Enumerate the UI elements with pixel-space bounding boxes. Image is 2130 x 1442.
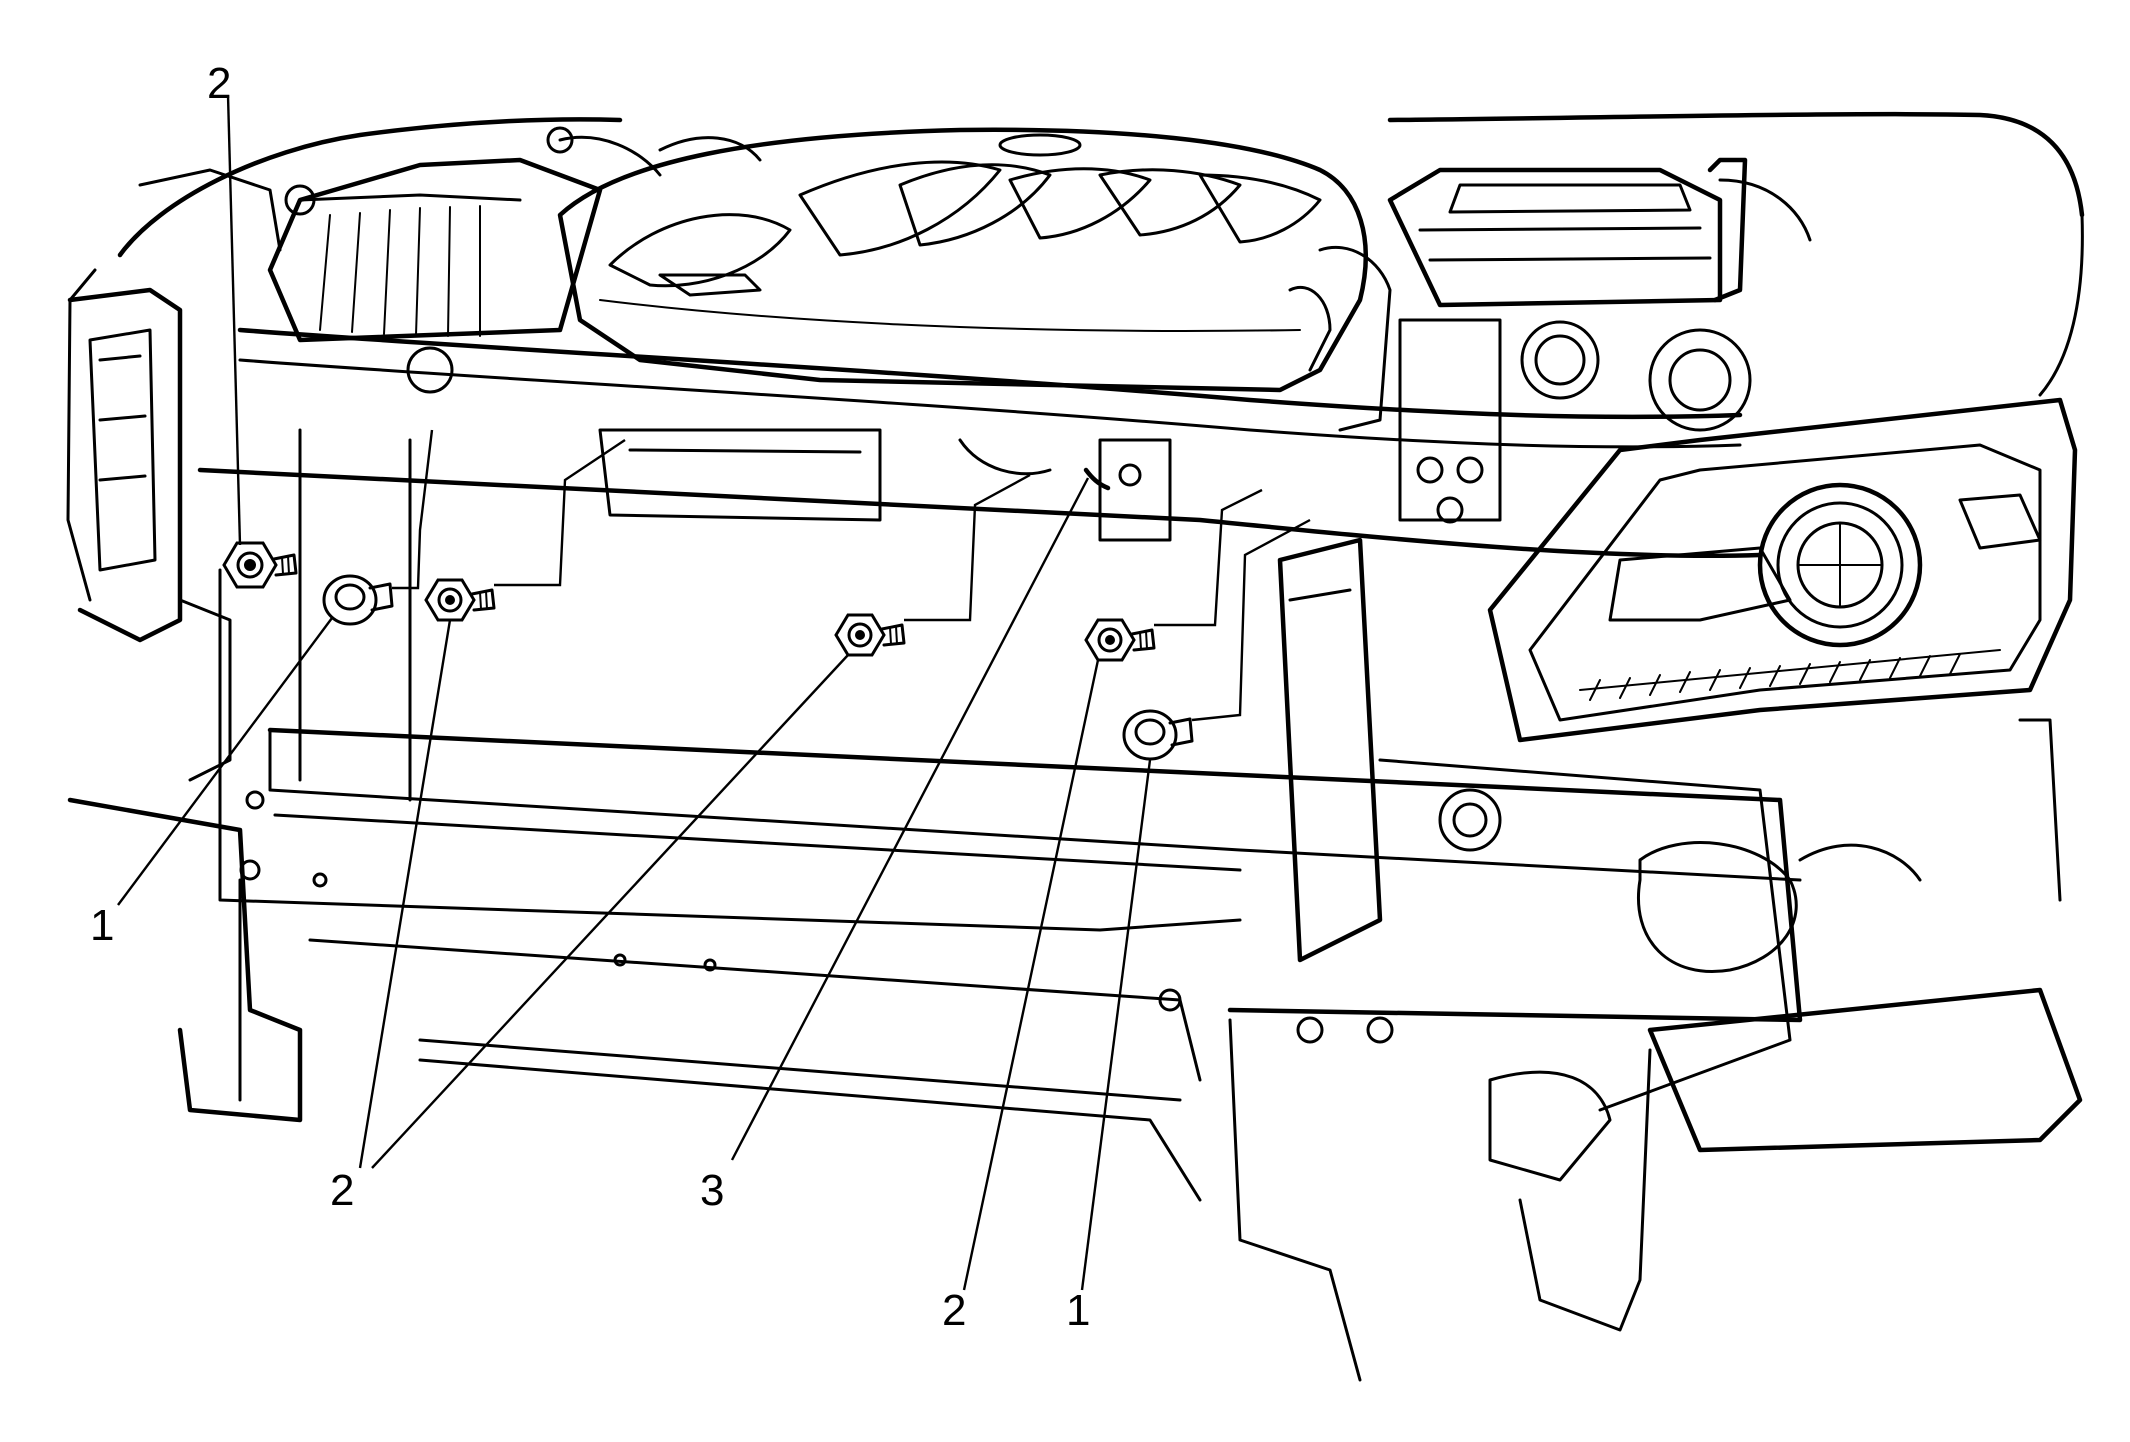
fastener-bolt-center (834, 613, 906, 657)
leader-lines (117, 94, 1311, 1291)
radiator-support (197, 327, 1763, 932)
callout-labels: 2 1 2 3 2 1 (90, 59, 1090, 1335)
fastener-pin-left (322, 574, 394, 626)
callout-2-top-left: 2 (207, 59, 231, 108)
fastener-bolt-left (424, 578, 496, 622)
left-fascia (67, 287, 265, 810)
callout-2-lower-right: 2 (942, 1286, 966, 1335)
callout-1-lower-right: 1 (1066, 1286, 1090, 1335)
lower-right-components (1228, 537, 2083, 1382)
connector-clip (1083, 467, 1111, 491)
fastener-bolt-upper-left (222, 541, 298, 589)
callout-2-lower-left: 2 (330, 1166, 354, 1215)
bumper-impact-bar (67, 727, 1803, 1202)
fastener-pin-right (1122, 709, 1194, 761)
fastener-bolt-right (1084, 618, 1156, 662)
right-engine-components (1288, 157, 1812, 524)
callout-1-left: 1 (90, 901, 114, 950)
engine-cover (557, 127, 1368, 393)
headlamp-assembly (1487, 397, 2078, 743)
callout-3-center: 3 (700, 1166, 724, 1215)
hood-outline (66, 111, 2085, 602)
